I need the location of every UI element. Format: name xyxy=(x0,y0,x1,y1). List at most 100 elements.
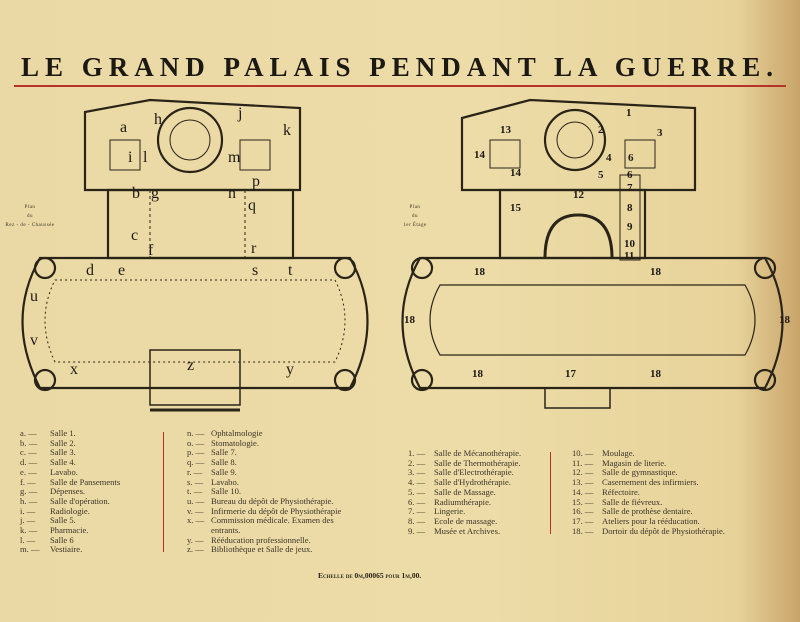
room-label: x xyxy=(70,361,78,378)
legend-text: Salle de prothèse dentaire. xyxy=(602,506,693,517)
legend-entry: p. —Salle 7. xyxy=(187,448,341,458)
legend-key: e. — xyxy=(20,466,37,477)
room-label: b xyxy=(132,185,140,202)
room-number: 5 xyxy=(598,169,604,181)
legend-key: 7. — xyxy=(408,506,426,517)
legend-ground-col1: a. —Salle 1.b. —Salle 2.c. —Salle 3.d. —… xyxy=(20,428,121,555)
legend-key: t. — xyxy=(187,486,203,497)
room-label: g xyxy=(151,185,159,202)
legend-text: Salle de Pansements xyxy=(50,476,121,487)
legend-text: Casernement des infirmiers. xyxy=(602,477,699,488)
legend-entry: 1. — Salle de Mécanothérapie. xyxy=(408,448,522,459)
legend-entry: 17. —Ateliers pour la rééducation. xyxy=(572,515,725,527)
legend-text: Salle de gymnastique. xyxy=(602,467,678,478)
legend-key: 1. — xyxy=(408,448,426,458)
legend-key: k. — xyxy=(20,525,38,536)
legend-key: v. — xyxy=(187,505,204,516)
room-label: e xyxy=(118,262,126,279)
legend-entry: 10. —Moulage. xyxy=(572,448,725,459)
legend-entry: h. —Salle d'opération. xyxy=(20,495,120,507)
legend-text: Dépenses. xyxy=(50,486,86,497)
legend-key: 16. — xyxy=(572,506,594,517)
room-number: 18 xyxy=(650,368,661,380)
room-number: 17 xyxy=(565,368,576,380)
caption-line: du xyxy=(27,214,33,219)
caption-line: Plan xyxy=(24,205,36,210)
legend-text: Pharmacie. xyxy=(50,525,89,536)
room-number: 2 xyxy=(598,124,604,136)
legend-entry: e. — Lavabo. xyxy=(20,466,120,478)
legend-entry: v. —Infirmerie du dépôt de Physiothérapi… xyxy=(187,505,341,517)
room-number: 18 xyxy=(472,368,483,380)
page-title: LE GRAND PALAIS PENDANT LA GUERRE. xyxy=(20,52,780,82)
legend-text: Dortoir du dépôt de Physiothérapie. xyxy=(602,525,725,536)
room-number: 11 xyxy=(624,250,635,262)
legend-key: 6. — xyxy=(408,496,426,507)
legend-text: Salle 2. xyxy=(50,437,76,448)
legend-entry: o. —Stomatologie. xyxy=(187,438,341,449)
room-number: 8 xyxy=(627,202,633,214)
legend-entry: s. —Lavabo. xyxy=(187,476,341,488)
legend-key: a. — xyxy=(20,428,37,438)
legend-entry: z. —Bibliothèque et Salle de jeux. xyxy=(187,545,341,555)
room-number: 9 xyxy=(627,221,633,233)
legend-text: Ateliers pour la rééducation. xyxy=(602,515,700,526)
legend-text: Salle 10. xyxy=(211,486,242,497)
room-number: 4 xyxy=(606,152,612,164)
legend-entry: 4. —Salle d'Hydrothérapie. xyxy=(408,477,521,488)
room-label: h xyxy=(154,111,162,128)
legend-text: Salle 3. xyxy=(50,447,76,458)
legend-first-col2: 10. —Moulage.11. —Magasin de literie.12.… xyxy=(572,448,725,536)
legend-text: Salle 6 xyxy=(50,534,74,545)
legend-entry: b. —Salle 2. xyxy=(20,437,120,449)
legend-text: Salle de Massage. xyxy=(434,486,496,497)
room-label: a xyxy=(120,119,128,136)
legend-text: Moulage. xyxy=(602,448,635,458)
legend-key: x. — xyxy=(187,515,205,526)
room-label: t xyxy=(288,262,293,279)
legend-key: 5. — xyxy=(408,486,426,497)
legend-key: r. — xyxy=(187,466,203,477)
legend-entry: entrants. xyxy=(187,525,341,536)
legend-entry: k. — Pharmacie. xyxy=(20,525,120,536)
caption-line: Rez - de - Chaussée xyxy=(5,223,55,228)
legend-key: g. — xyxy=(20,486,38,497)
legend-entry: a. — Salle 1. xyxy=(20,428,120,439)
legend-first-col1: 1. —Salle de Mécanothérapie.2. —Salle de… xyxy=(408,448,522,536)
legend-text: Lavabo. xyxy=(50,466,78,477)
legend-text: Salle d'Electrothérapie. xyxy=(434,467,514,478)
legend-entry: 11. — Magasin de literie. xyxy=(572,457,725,469)
first-floor-caption: Plan du 1er Étage xyxy=(390,203,440,230)
room-number: 13 xyxy=(500,124,511,136)
legend-entry: c. —Salle 3. xyxy=(20,448,120,458)
legend-entry: 6. —Radiumthérapie. xyxy=(408,496,521,508)
legend-key: 13. — xyxy=(572,477,594,488)
legend-text: Salle de Mécanothérapie. xyxy=(434,448,522,458)
room-label: j xyxy=(238,105,243,122)
room-number: 10 xyxy=(624,238,635,250)
legend-key: 14. — xyxy=(572,486,594,497)
legend-key: 11. — xyxy=(572,457,594,468)
first-floor-plan xyxy=(401,98,784,409)
legend-entry: 16. — Salle de prothèse dentaire. xyxy=(572,506,725,517)
legend-entry: l. —Salle 6 xyxy=(20,534,120,546)
room-label: q xyxy=(248,197,256,214)
ground-floor-caption: Plan du Rez - de - Chaussée xyxy=(5,203,55,230)
legend-text: Magasin de literie. xyxy=(602,457,667,468)
legend-entry: u. —Bureau du dépôt de Physiothérapie. xyxy=(187,496,341,507)
legend-entry: 15. —Salle de fiévreux. xyxy=(572,497,725,508)
legend-key: 18. — xyxy=(572,525,594,536)
legend-text: Salle 1. xyxy=(50,428,76,438)
legend-text: Salle de Thermothérapie. xyxy=(434,457,521,468)
room-number: 18 xyxy=(474,266,485,278)
legend-text: Commission médicale. Examen des xyxy=(211,515,334,526)
legend-text: Lavabo. xyxy=(211,476,239,487)
legend-entry: j. —Salle 5. xyxy=(20,515,120,526)
legend-entry: y. —Rééducation professionnelle. xyxy=(187,535,341,546)
legend-entry: n. —Ophtalmologie xyxy=(187,428,341,439)
legend-key: h. — xyxy=(20,495,38,506)
legend-key: q. — xyxy=(187,457,205,468)
legend-key: i. — xyxy=(20,505,36,516)
room-label: s xyxy=(252,262,259,279)
room-label: y xyxy=(286,361,294,378)
